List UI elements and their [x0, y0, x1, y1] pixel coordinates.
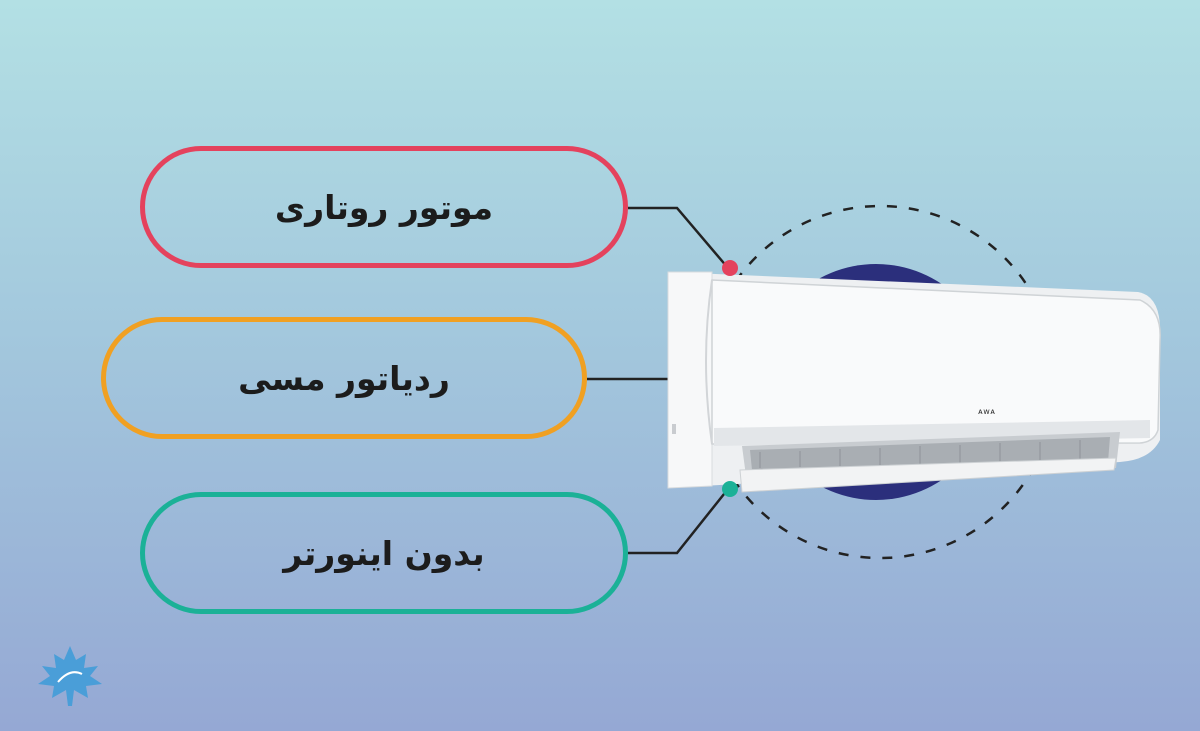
air-conditioner-unit [667, 271, 1161, 493]
feature-pill-non-inverter: بدون اینورتر [140, 492, 628, 614]
feature-label: موتور روتاری [274, 187, 494, 227]
front-panel [711, 279, 1161, 445]
connector-line-bottom [628, 488, 729, 555]
feature-label: ردیاتور مسی [238, 358, 450, 398]
connector-dot-red [722, 260, 738, 276]
connector-dot-teal [722, 481, 738, 497]
feature-pill-rotary-motor: موتور روتاری [140, 146, 628, 268]
louver [739, 457, 1117, 493]
connector-line-top [628, 206, 729, 269]
feature-label: بدون اینورتر [283, 533, 485, 573]
maple-leaf-logo-icon [38, 646, 102, 706]
feature-pill-copper-radiator: ردیاتور مسی [101, 317, 587, 439]
brand-logo: ᴀᴡᴀ [978, 407, 996, 416]
